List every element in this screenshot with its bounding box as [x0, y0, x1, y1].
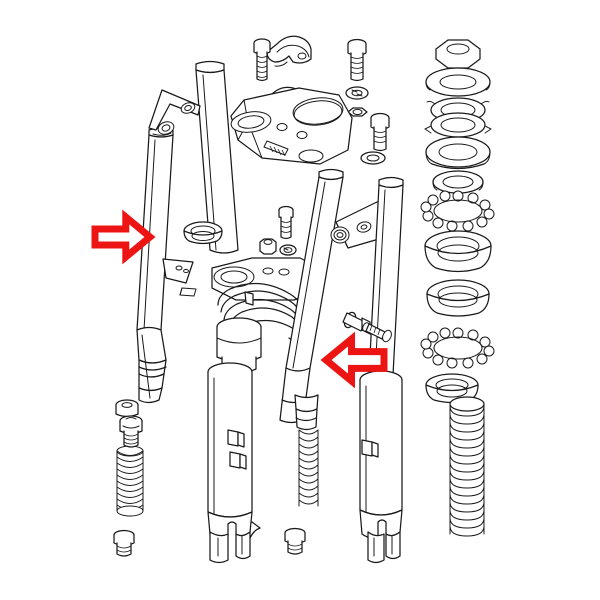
part-socket-head-cap-bolt — [119, 415, 143, 448]
part-pinch-bolt-assembly — [342, 311, 392, 343]
part-upper-race-lower — [425, 136, 491, 170]
part-hex-bolt-top-left — [253, 38, 271, 82]
part-fork-spring-right — [298, 429, 319, 507]
part-hex-nut-center — [259, 238, 277, 255]
part-fork-spring-left — [116, 445, 144, 517]
annotation-arrow-left — [91, 209, 156, 265]
part-rubber-fork-boot — [449, 396, 485, 537]
part-drain-bolt-center — [284, 527, 306, 555]
part-drain-bolt-left — [113, 529, 135, 557]
part-steering-stem-nut — [435, 39, 481, 69]
part-hex-nut-top — [347, 107, 368, 117]
part-left-fork-cap-nut — [115, 399, 139, 418]
part-left-fork-outer-slider — [136, 326, 167, 404]
part-lower-bearing-race — [426, 279, 490, 317]
part-left-fork-inner-tube — [195, 60, 239, 254]
annotation-arrow-right — [320, 331, 388, 389]
part-center-fork-axle-lug — [207, 511, 253, 564]
part-hex-bolt-top-right — [347, 38, 367, 82]
part-top-cone-race — [425, 67, 491, 97]
part-handlebar-holder-upper — [266, 35, 312, 67]
part-lower-ball-bearing-cage — [420, 327, 495, 369]
part-brake-hose-bracket — [148, 89, 201, 135]
part-hex-bolt-center — [278, 205, 294, 240]
part-right-fork-inner-tube — [285, 168, 344, 372]
part-washer-center — [279, 244, 297, 256]
part-upper-seal-ring-2 — [432, 170, 484, 194]
part-upper-triple-clamp — [230, 87, 353, 165]
part-washer-mid-right — [360, 151, 386, 165]
part-hex-bolt-mid-right — [370, 112, 390, 152]
part-center-fork-slider — [207, 362, 261, 539]
part-oil-seal-ring — [183, 221, 223, 245]
part-left-plate-bracket — [162, 258, 197, 297]
part-lower-triple-clamp — [211, 257, 321, 301]
part-upper-bearing-race — [424, 112, 492, 138]
part-damper-rod — [294, 394, 319, 431]
part-upper-race-cup — [424, 230, 492, 273]
part-right-fork-axle-lug — [359, 509, 403, 564]
part-upper-ball-bearing-cage — [420, 190, 495, 232]
part-lock-washer-top — [345, 86, 369, 100]
part-far-right-slider — [359, 370, 403, 533]
